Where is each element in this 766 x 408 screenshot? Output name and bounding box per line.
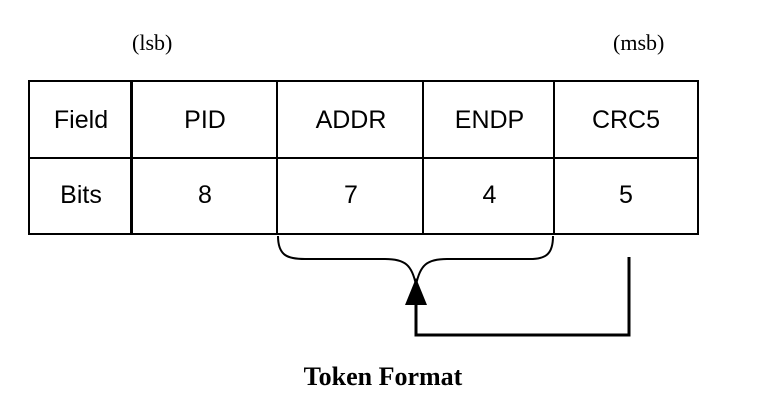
bits-addr: 7: [344, 181, 358, 209]
field-pid: PID: [184, 105, 226, 134]
bits-endp: 4: [482, 181, 497, 209]
field-addr: ADDR: [315, 105, 387, 134]
addr-endp-brace: [277, 235, 554, 286]
bits-pid: 8: [198, 181, 212, 209]
crc-arrow-line: [414, 257, 631, 337]
row-header-field: Field: [53, 105, 109, 134]
row-divider: [30, 157, 697, 159]
diagram-caption: Token Format: [303, 362, 463, 391]
arrow-head-icon: [405, 278, 427, 305]
token-format-table: Field PID ADDR ENDP CRC5 Bits 8 7 4 5: [28, 80, 699, 235]
field-endp: ENDP: [454, 105, 525, 134]
field-crc5: CRC5: [591, 105, 661, 134]
msb-label: (msb): [613, 30, 665, 55]
bits-crc5: 5: [619, 181, 633, 209]
lsb-label: (lsb): [132, 30, 173, 55]
row-header-bits: Bits: [60, 181, 102, 209]
